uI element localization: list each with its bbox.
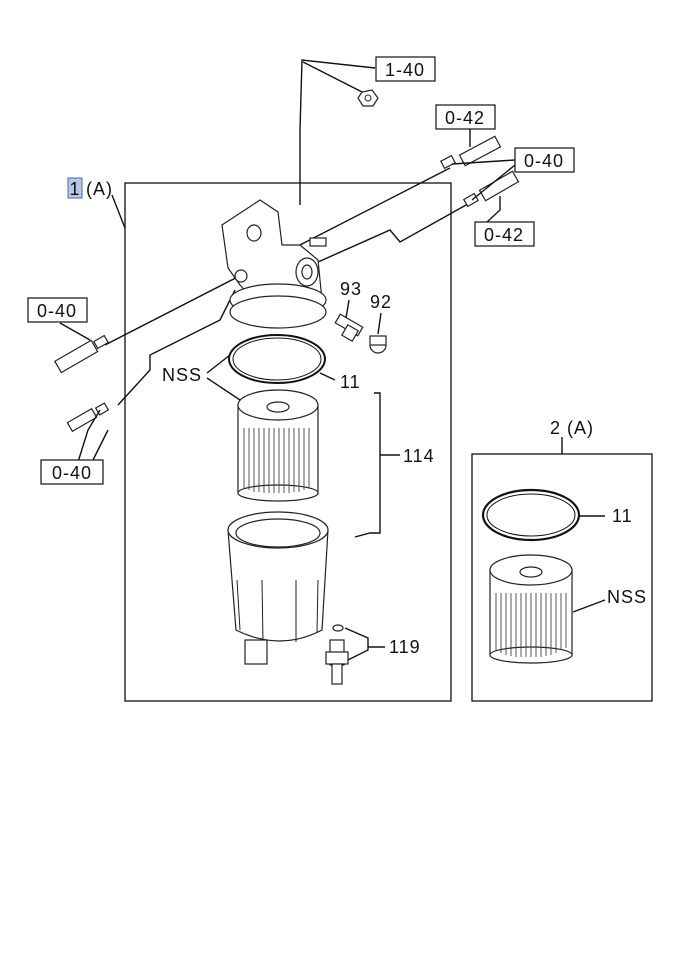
leader-0-40-left-top xyxy=(59,322,91,341)
ref-label-0-42-top: 0-42 xyxy=(445,108,485,128)
ref-label-1-40: 1-40 xyxy=(385,60,425,80)
hose-0-42-top xyxy=(440,135,502,170)
leader-nss-b xyxy=(206,377,241,401)
kit-assembly-label: 2 (A) xyxy=(550,418,594,438)
axis-line-lower-left xyxy=(117,289,236,406)
leader-93 xyxy=(345,299,350,319)
ref-label-0-42-right: 0-42 xyxy=(484,225,524,245)
part-label-119: 119 xyxy=(389,637,421,657)
leader-0-40-right-a xyxy=(451,159,516,165)
o-ring-main xyxy=(228,334,326,384)
cap-92 xyxy=(369,335,387,354)
nut-1-40 xyxy=(357,89,379,107)
sensor-119 xyxy=(325,624,349,685)
axis-line-lower-right xyxy=(299,199,476,271)
part-label-114: 114 xyxy=(403,446,435,466)
assembly-number-highlight[interactable] xyxy=(67,177,83,199)
assembly-suffix: (A) xyxy=(86,179,113,199)
leader-11-main xyxy=(319,372,336,381)
assembly-leader xyxy=(111,194,126,229)
part-label-nss-main: NSS xyxy=(162,365,202,385)
leader-0-40-left-bottom xyxy=(77,409,101,463)
part-label-11-main: 11 xyxy=(340,372,361,392)
main-assembly-frame xyxy=(124,182,452,702)
ref-box-0-42-top xyxy=(435,104,496,130)
filter-bowl xyxy=(227,511,329,665)
leader-0-40-left-bottom-b xyxy=(91,429,109,463)
filter-head xyxy=(221,199,327,329)
leader-114 xyxy=(354,392,381,538)
assembly-number[interactable]: 1 xyxy=(69,179,80,199)
filter-cartridge-main xyxy=(237,389,319,502)
ref-box-0-42-right xyxy=(474,221,535,247)
part-label-92: 92 xyxy=(370,292,392,312)
leader-0-40-right-b xyxy=(471,164,516,201)
filter-cartridge-kit xyxy=(489,554,573,664)
ref-box-1-40 xyxy=(375,56,436,82)
leader-1-40 xyxy=(299,59,376,205)
part-label-11-kit: 11 xyxy=(612,506,633,526)
leader-nss-a xyxy=(206,354,231,374)
part-label-93: 93 xyxy=(340,279,362,299)
ref-label-0-40-right: 0-40 xyxy=(524,151,564,171)
o-ring-kit xyxy=(481,488,581,542)
hose-left-lower xyxy=(66,402,110,433)
part-label-nss-kit: NSS xyxy=(607,587,647,607)
ref-box-0-40-left-top xyxy=(27,297,88,323)
hose-left-upper xyxy=(53,334,110,374)
leader-92 xyxy=(377,312,382,335)
leader-1-40-nut xyxy=(302,61,369,96)
leader-0-42-right xyxy=(486,196,501,223)
leader-119 xyxy=(344,627,369,661)
ref-box-0-40-left-bottom xyxy=(40,459,104,485)
bleeder-screw-93 xyxy=(334,313,364,343)
leader-nss-kit xyxy=(572,599,606,613)
ref-box-0-40-right xyxy=(514,147,575,173)
ref-label-0-40-left-bottom: 0-40 xyxy=(52,463,92,483)
ref-label-0-40-left-top: 0-40 xyxy=(37,301,77,321)
hose-0-42-right xyxy=(462,170,520,208)
